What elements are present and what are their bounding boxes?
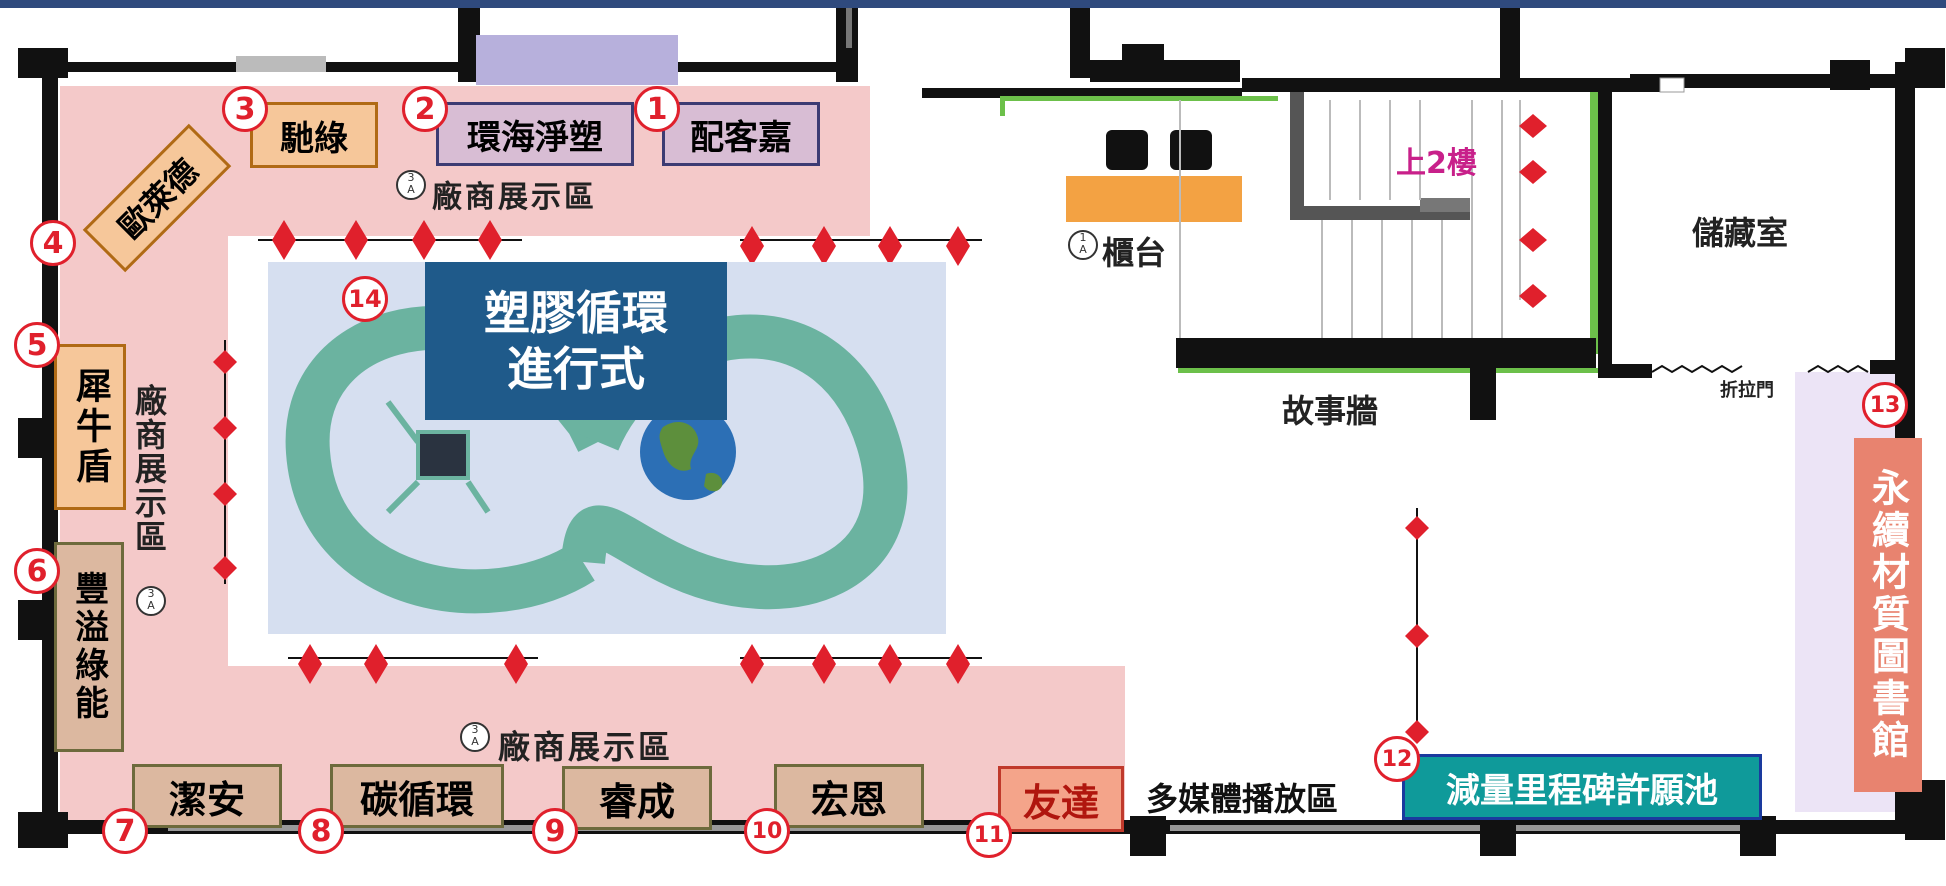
booth-11-label: 友達 (1022, 780, 1099, 825)
exhibit-14-title-text: 塑膠循環進行式 (484, 286, 668, 396)
stanchion-diamond-icon (213, 416, 237, 440)
stanchion-diamond-icon (364, 644, 388, 684)
marker-8: 8 (298, 808, 344, 854)
booth-8-label: 碳循環 (359, 777, 474, 822)
booth-3[interactable]: 馳綠 (250, 102, 378, 168)
marker-9: 9 (532, 808, 578, 854)
stanchion-diamond-icon (213, 350, 237, 374)
booth-1-label: 配客嘉 (690, 117, 792, 158)
stanchion-diamond-icon (1519, 114, 1547, 138)
booth-9[interactable]: 睿成 (562, 766, 712, 830)
marker-5: 5 (14, 322, 60, 368)
booth-6[interactable]: 豐溢綠能 (54, 542, 124, 752)
stanchion-diamond-icon (878, 226, 902, 266)
booth-8[interactable]: 碳循環 (330, 764, 504, 828)
top-border-bar (0, 0, 1946, 8)
zone-3a-bottom-label: 廠商展示區 (498, 728, 674, 766)
marker-10: 10 (744, 808, 790, 854)
stanchion-diamond-icon (298, 644, 322, 684)
exhibit-14-title: 塑膠循環進行式 (425, 262, 727, 420)
stanchion-diamond-icon (1405, 516, 1429, 540)
stanchion-diamond-icon (1519, 160, 1547, 184)
marker-11: 11 (966, 812, 1012, 858)
marker-12: 12 (1374, 736, 1420, 782)
booth-13[interactable]: 永續材質圖書館 (1854, 438, 1922, 792)
booth-6-label: 豐溢綠能 (68, 571, 109, 723)
marker-7: 7 (102, 808, 148, 854)
booth-13-label: 永續材質圖書館 (1865, 468, 1910, 762)
marker-6: 6 (14, 548, 60, 594)
booth-2[interactable]: 環海淨塑 (436, 102, 634, 166)
stanchion-diamond-icon (878, 644, 902, 684)
stanchion-diamond-icon (1519, 228, 1547, 252)
stanchion-diamond-icon (272, 220, 296, 260)
upstairs-label: 上2樓 (1396, 146, 1477, 181)
stanchion-diamond-icon (740, 644, 764, 684)
booth-10[interactable]: 宏恩 (774, 764, 924, 828)
booth-1[interactable]: 配客嘉 (662, 102, 820, 166)
multimedia-area-label: 多媒體播放區 (1146, 780, 1339, 818)
stanchion-diamond-icon (213, 482, 237, 506)
booth-5[interactable]: 犀牛盾 (54, 344, 126, 510)
booth-10-label: 宏恩 (810, 777, 887, 822)
booth-12-label: 減量里程碑許願池 (1446, 770, 1718, 811)
stanchion-diamond-icon (1405, 720, 1429, 744)
stanchion-diamond-icon (504, 644, 528, 684)
booth-3-label: 馳綠 (280, 118, 348, 159)
booth-9-label: 睿成 (598, 779, 675, 824)
marker-3: 3 (222, 86, 268, 132)
stanchion-diamond-icon (946, 644, 970, 684)
zone-3a-top-label: 廠商展示區 (432, 180, 597, 215)
marker-14: 14 (342, 276, 388, 322)
folding-door-label: 折拉門 (1720, 380, 1774, 401)
booth-11[interactable]: 友達 (998, 766, 1124, 832)
storage-room-label: 儲藏室 (1692, 214, 1789, 252)
stanchion-diamond-icon (344, 220, 368, 260)
stanchion-diamond-icon (812, 644, 836, 684)
stanchion-diamond-icon (946, 226, 970, 266)
booth-7-label: 潔安 (168, 777, 245, 822)
marker-13: 13 (1862, 382, 1908, 428)
stanchion-diamond-icon (1405, 624, 1429, 648)
stanchion-diamond-icon (740, 226, 764, 266)
stanchion-diamond-icon (1519, 284, 1547, 308)
booth-2-label: 環海淨塑 (467, 117, 603, 158)
counter-label: 櫃台 (1102, 234, 1167, 272)
stanchion-diamond-icon (213, 556, 237, 580)
stanchion-diamond-icon (478, 220, 502, 260)
zone-3a-left-label: 廠商展示區 (130, 384, 168, 554)
booth-7[interactable]: 潔安 (132, 764, 282, 828)
story-wall-label: 故事牆 (1282, 392, 1379, 430)
stanchion-diamond-icon (812, 226, 836, 266)
marker-4: 4 (30, 220, 76, 266)
stanchion-diamond-icon (412, 220, 436, 260)
marker-1: 1 (634, 86, 680, 132)
booth-12[interactable]: 減量里程碑許願池 (1402, 754, 1762, 820)
booth-5-label: 犀牛盾 (70, 367, 111, 487)
marker-2: 2 (402, 86, 448, 132)
